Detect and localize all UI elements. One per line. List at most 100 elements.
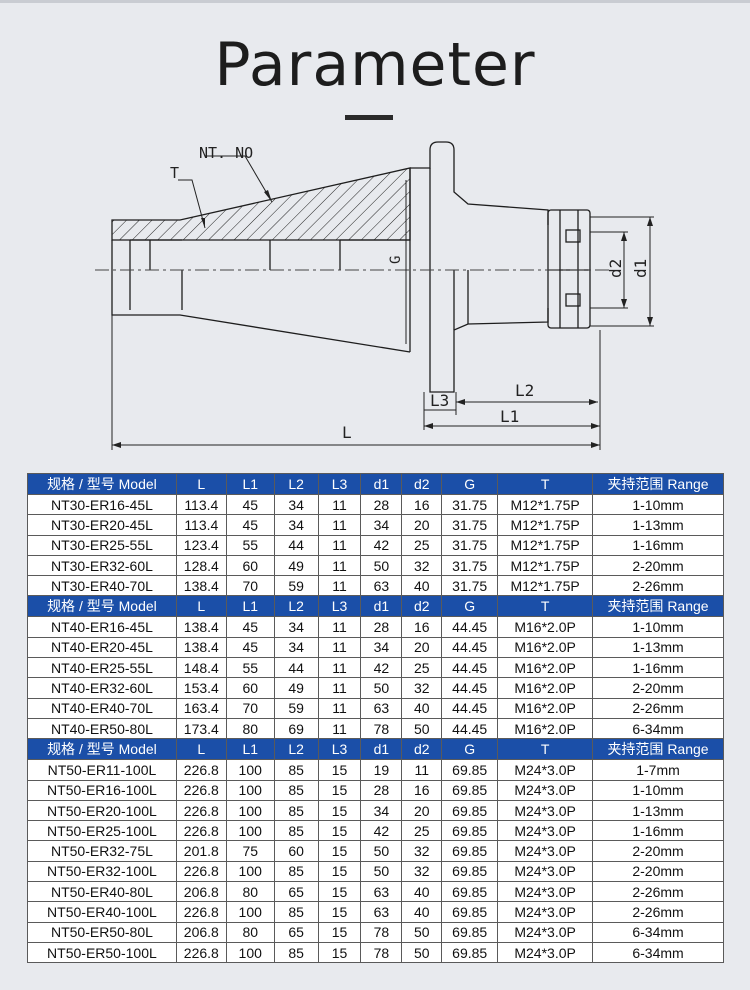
table-cell: NT30-ER25-55L — [27, 534, 177, 556]
table-cell: 69.85 — [441, 799, 499, 822]
table-cell: 31.75 — [441, 514, 499, 536]
table-cell: 113.4 — [175, 493, 227, 516]
table-cell: 69 — [273, 717, 319, 740]
table-cell: 11 — [317, 717, 362, 740]
table-cell: M24*3.0P — [497, 941, 594, 964]
table-cell: 16 — [401, 493, 443, 516]
table-cell: NT40-ER32-60L — [27, 677, 177, 699]
table-cell: 6-34mm — [592, 921, 724, 943]
table-cell: 1-16mm — [592, 820, 724, 842]
table-cell: M12*1.75P — [497, 493, 594, 516]
column-header: L2 — [273, 473, 319, 495]
table-cell: 2-26mm — [592, 881, 724, 903]
label-nt-no: NT. NO — [199, 144, 253, 162]
table-cell: M24*3.0P — [497, 921, 594, 943]
table-cell: 15 — [317, 901, 362, 923]
table-cell: 1-16mm — [592, 534, 724, 556]
column-header: T — [497, 738, 594, 761]
table-cell: 34 — [360, 514, 403, 536]
table-cell: 45 — [225, 636, 275, 659]
table-cell: 50 — [360, 860, 403, 883]
table-cell: 11 — [317, 616, 362, 638]
column-header: d1 — [360, 473, 403, 495]
table-cell: 2-20mm — [592, 840, 724, 862]
table-cell: 85 — [273, 799, 319, 822]
table-cell: 2-20mm — [592, 860, 724, 883]
table-cell: NT50-ER16-100L — [27, 779, 177, 801]
table-cell: NT50-ER50-80L — [27, 921, 177, 943]
table-cell: 138.4 — [175, 636, 227, 659]
table-cell: 78 — [360, 921, 403, 943]
label-t: T — [170, 164, 179, 182]
column-header: d1 — [360, 738, 403, 761]
table-cell: 20 — [401, 514, 443, 536]
table-cell: 19 — [360, 759, 403, 781]
table-cell: M16*2.0P — [497, 616, 594, 638]
column-header: T — [497, 473, 594, 495]
table-cell: 60 — [273, 840, 319, 862]
table-cell: 32 — [401, 677, 443, 699]
table-cell: 226.8 — [175, 901, 227, 923]
table-cell: 11 — [317, 554, 362, 577]
table-cell: 78 — [360, 941, 403, 964]
table-cell: 100 — [225, 759, 275, 781]
label-d1: d1 — [631, 259, 650, 278]
label-l2: L2 — [515, 381, 534, 400]
table-cell: M12*1.75P — [497, 575, 594, 597]
table-cell: 34 — [273, 636, 319, 659]
table-cell: NT50-ER40-80L — [27, 881, 177, 903]
table-cell: NT50-ER25-100L — [27, 820, 177, 842]
table-cell: 75 — [225, 840, 275, 862]
table-cell: 85 — [273, 941, 319, 964]
table-cell: 25 — [401, 657, 443, 679]
table-cell: 226.8 — [175, 799, 227, 822]
table-cell: 100 — [225, 901, 275, 923]
column-header: d1 — [360, 595, 403, 618]
table-cell: 206.8 — [175, 921, 227, 943]
table-cell: 45 — [225, 493, 275, 516]
table-cell: M16*2.0P — [497, 717, 594, 740]
table-cell: 1-13mm — [592, 514, 724, 536]
table-cell: 20 — [401, 636, 443, 659]
table-cell: 70 — [225, 575, 275, 597]
table-cell: 2-26mm — [592, 901, 724, 923]
table-cell: M24*3.0P — [497, 840, 594, 862]
table-cell: 34 — [360, 636, 403, 659]
table-cell: 42 — [360, 534, 403, 556]
table-cell: M24*3.0P — [497, 779, 594, 801]
table-cell: NT40-ER25-55L — [27, 657, 177, 679]
table-cell: 44 — [273, 534, 319, 556]
table-cell: 15 — [317, 799, 362, 822]
table-cell: NT30-ER20-45L — [27, 514, 177, 536]
table-cell: 11 — [317, 657, 362, 679]
table-cell: 40 — [401, 697, 443, 719]
table-cell: NT40-ER20-45L — [27, 636, 177, 659]
table-cell: NT50-ER32-75L — [27, 840, 177, 862]
table-cell: 226.8 — [175, 941, 227, 964]
table-cell: 31.75 — [441, 554, 499, 577]
top-divider — [0, 0, 750, 3]
table-cell: 31.75 — [441, 493, 499, 516]
table-cell: 25 — [401, 534, 443, 556]
table-cell: 226.8 — [175, 860, 227, 883]
table-cell: 69.85 — [441, 921, 499, 943]
column-header: 规格 / 型号 Model — [27, 595, 177, 618]
table-cell: 2-20mm — [592, 677, 724, 699]
table-cell: NT40-ER50-80L — [27, 717, 177, 740]
table-cell: 50 — [360, 840, 403, 862]
column-header: L — [175, 473, 227, 495]
table-cell: 34 — [273, 616, 319, 638]
table-cell: 206.8 — [175, 881, 227, 903]
table-cell: 85 — [273, 820, 319, 842]
table-cell: 15 — [317, 759, 362, 781]
table-cell: 59 — [273, 575, 319, 597]
table-cell: 69.85 — [441, 820, 499, 842]
table-cell: 100 — [225, 779, 275, 801]
